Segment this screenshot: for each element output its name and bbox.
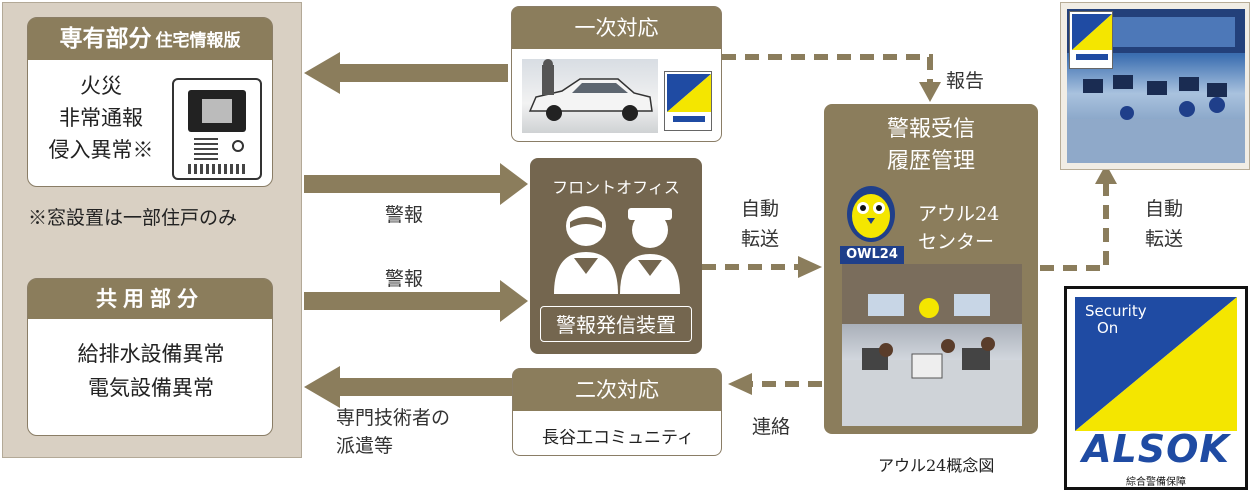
control-room-frame (1060, 2, 1250, 170)
owl24-badge: OWL24 (840, 246, 904, 264)
private-area-items: 火災 非常通報 侵入異常※ (36, 70, 166, 166)
arrowhead-auto-transfer (798, 256, 822, 278)
intercom-panel-icon (172, 78, 262, 180)
alsok-tagline: 綜合警備保障 (1126, 477, 1186, 488)
alsok-brand: ALSOK (1082, 427, 1230, 471)
arrowhead-contact (728, 373, 752, 395)
label-dispatch: 専門技術者の 派遣等 (336, 404, 450, 460)
owl-name-l2: センター (918, 231, 995, 253)
arrow-alarm-common (304, 280, 528, 322)
label-contact: 連絡 (752, 416, 791, 438)
label-dispatch-l1: 専門技術者の (336, 407, 451, 429)
owl-center-name: アウル24 センター (918, 200, 999, 256)
owl-center-photo (842, 264, 1022, 426)
common-area-items: 給排水設備異常 電気設備異常 (28, 337, 274, 405)
front-office-box: フロントオフィス 警報発信装置 (530, 158, 702, 354)
private-area-title: 専有部分 (59, 25, 152, 52)
dashed-report (722, 54, 933, 84)
first-response-card: 一次対応 (511, 6, 722, 142)
item-fire: 火災 (80, 74, 122, 98)
arrowhead-auto-transfer-2 (1095, 164, 1117, 184)
haseko-community: 長谷工コミュニティ (542, 428, 694, 448)
label-auto-transfer-2-l1: 自動 (1144, 198, 1183, 220)
alsok-logo-photo (1069, 11, 1113, 69)
security-on-text: Security On (1085, 303, 1147, 337)
second-response-title: 二次対応 (575, 378, 659, 402)
owl-title-l2: 履歴管理 (886, 149, 975, 174)
owl-name-l1: アウル24 (918, 203, 1000, 225)
second-response-card: 二次対応 長谷工コミュニティ (512, 368, 722, 456)
item-emergency: 非常通報 (59, 106, 143, 130)
private-area-subtitle: 住宅情報版 (155, 31, 241, 51)
alarm-device-label: 警報発信装置 (540, 306, 692, 342)
arrow-second-response (304, 366, 512, 408)
alsok-security-on-mark (1075, 297, 1237, 431)
private-area-header: 専有部分住宅情報版 (28, 18, 272, 60)
window-note: ※窓設置は一部住戸のみ (28, 207, 238, 229)
first-response-title: 一次対応 (574, 16, 659, 40)
item-intrusion: 侵入異常※ (48, 138, 154, 162)
owl-concept-caption: アウル24概念図 (878, 456, 995, 475)
front-office-title: フロントオフィス (552, 178, 680, 197)
label-auto-transfer-2: 自動 転送 (1134, 194, 1194, 254)
label-dispatch-l2: 派遣等 (336, 435, 394, 457)
security-car-photo (522, 59, 658, 133)
security-on-l2: On (1097, 319, 1119, 337)
owl-center-title: 警報受信 履歴管理 (824, 114, 1038, 178)
owl-title-l1: 警報受信 (886, 117, 975, 142)
label-alarm-1: 警報 (385, 204, 424, 226)
item-water: 給排水設備異常 (77, 342, 225, 366)
item-electric: 電気設備異常 (88, 376, 214, 400)
arrow-first-response (304, 52, 508, 94)
label-alarm-2: 警報 (385, 268, 424, 290)
second-response-header: 二次対応 (513, 369, 721, 411)
arrow-alarm-private (304, 163, 528, 205)
owl-logo-icon (842, 184, 900, 244)
private-area-card: 専有部分住宅情報版 火災 非常通報 侵入異常※ (27, 17, 273, 187)
arrowhead-report (919, 82, 941, 102)
common-area-header: 共用部分 (28, 279, 272, 319)
alsok-logo-small (664, 71, 712, 131)
common-area-card: 共用部分 給排水設備異常 電気設備異常 (27, 278, 273, 436)
label-auto-transfer-2-l2: 転送 (1144, 228, 1183, 250)
common-area-title: 共用部分 (96, 286, 204, 311)
owl-center-box: 警報受信 履歴管理 OWL24 アウル24 センター (824, 104, 1038, 434)
operators-icon (554, 206, 680, 294)
label-auto-transfer-1: 自動 転送 (730, 194, 790, 254)
first-response-header: 一次対応 (512, 7, 721, 49)
dashed-auto-transfer-2 (1040, 182, 1109, 271)
alsok-logo: Security On ALSOK 綜合警備保障 (1064, 286, 1248, 490)
label-auto-transfer-1-l1: 自動 (740, 198, 779, 220)
label-auto-transfer-1-l2: 転送 (740, 228, 779, 250)
label-report: 報告 (946, 70, 985, 92)
security-on-l1: Security (1085, 302, 1147, 320)
